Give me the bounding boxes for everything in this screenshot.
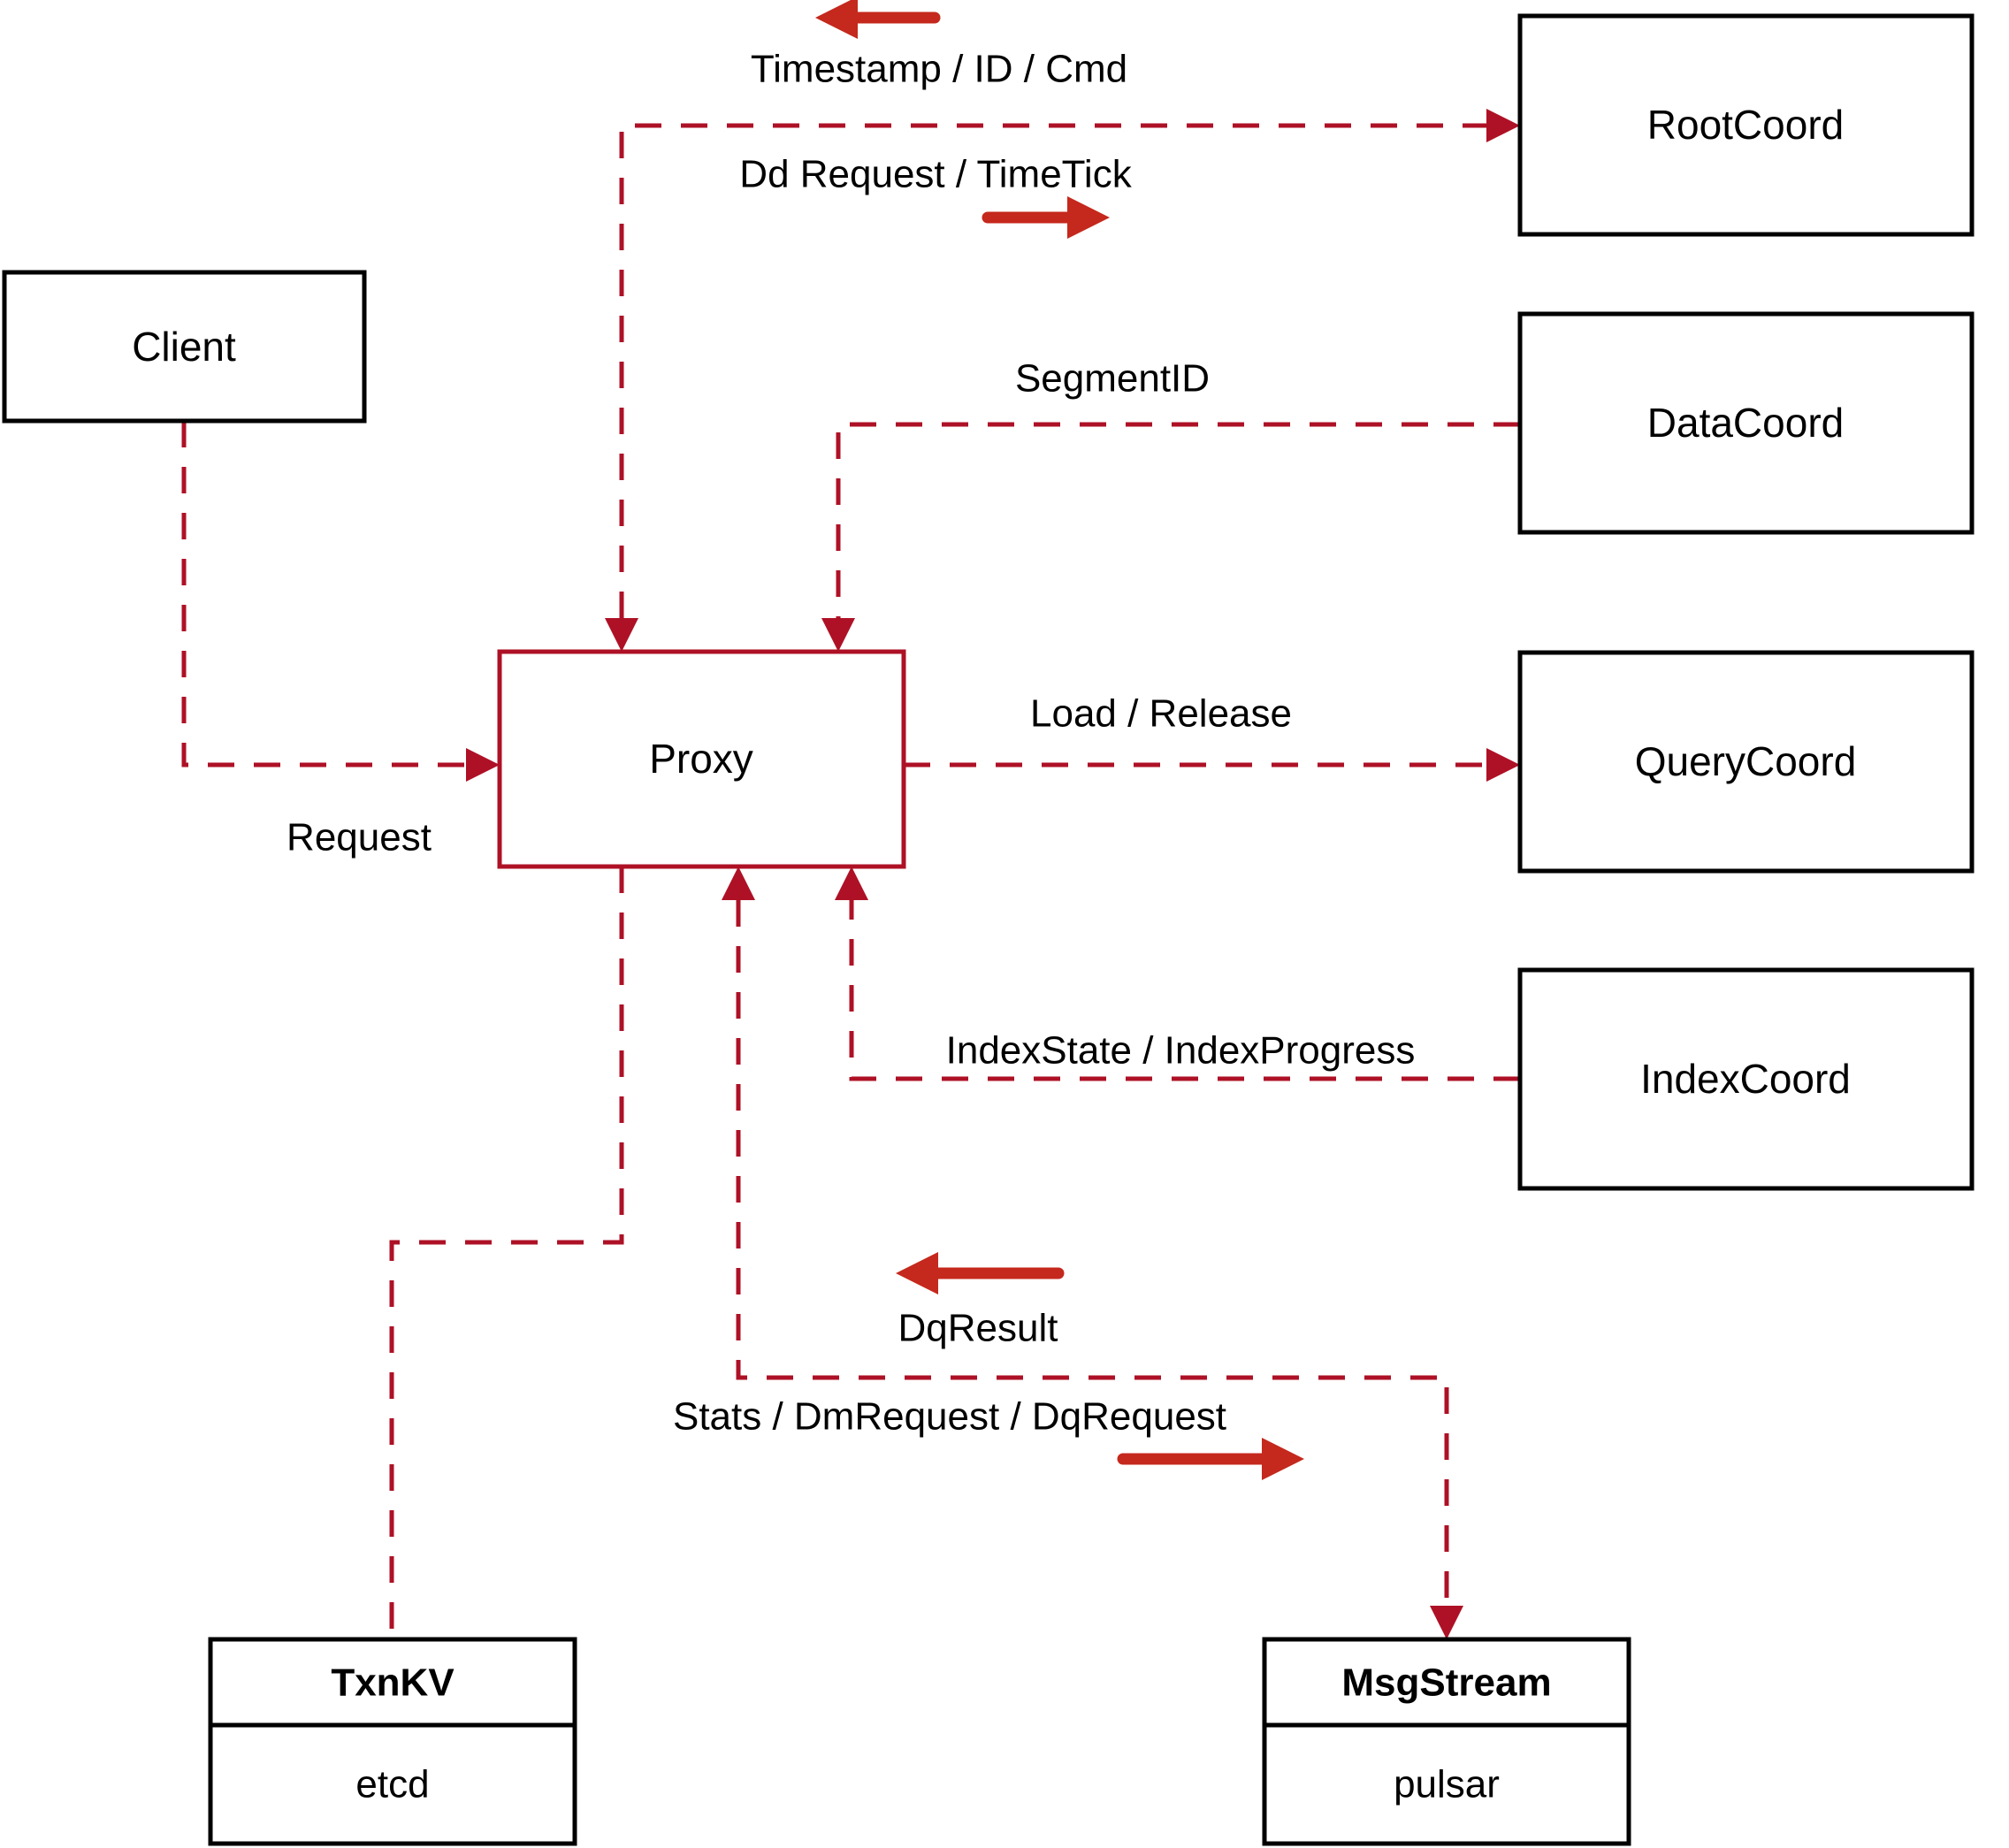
- rootcoord-label: RootCoord: [1647, 102, 1844, 148]
- label-stats-dm-dq-request: Stats / DmRequest / DqRequest: [673, 1395, 1226, 1439]
- arrowhead-into-proxy-top-right: [821, 618, 855, 652]
- label-dq-result: DqResult: [898, 1307, 1058, 1350]
- node-querycoord: QueryCoord: [1517, 650, 1975, 874]
- label-request: Request: [286, 816, 432, 859]
- edge-indexcoord-proxy: [849, 900, 1520, 1081]
- node-indexcoord: IndexCoord: [1517, 967, 1975, 1191]
- proxy-label: Proxy: [649, 736, 753, 782]
- edge-client-proxy: [181, 421, 466, 767]
- arrowhead-into-proxy-bottom-right: [835, 867, 868, 900]
- arrowhead-into-proxy-left: [466, 748, 500, 782]
- arrowhead-into-querycoord: [1486, 748, 1520, 782]
- edge-proxy-rootcoord: [619, 123, 1486, 618]
- direction-arrow-right-ddrequest: [982, 196, 1110, 239]
- connector-lines: [181, 123, 1520, 1639]
- node-rootcoord: RootCoord: [1517, 13, 1975, 237]
- direction-arrows: [815, 0, 1304, 1480]
- edge-labels: Timestamp / ID / Cmd Dd Request / TimeTi…: [286, 48, 1415, 1439]
- label-segment-id: SegmentID: [1015, 357, 1210, 401]
- label-index-state-progress: IndexState / IndexProgress: [946, 1029, 1416, 1073]
- client-label: Client: [132, 324, 236, 370]
- node-txnkv: TxnKV etcd: [208, 1637, 577, 1846]
- querycoord-label: QueryCoord: [1635, 738, 1857, 784]
- arrowhead-into-msgstream: [1430, 1606, 1463, 1639]
- direction-arrow-right-stats: [1117, 1438, 1304, 1480]
- msgstream-title: MsgStream: [1341, 1661, 1551, 1705]
- datacoord-label: DataCoord: [1647, 400, 1844, 446]
- txnkv-sublabel: etcd: [355, 1763, 429, 1806]
- direction-arrow-left-dqresult: [896, 1252, 1065, 1294]
- node-datacoord: DataCoord: [1517, 311, 1975, 535]
- edge-proxy-txnkv: [389, 867, 624, 1639]
- indexcoord-label: IndexCoord: [1640, 1056, 1851, 1102]
- label-load-release: Load / Release: [1030, 692, 1292, 736]
- direction-arrow-left-timestamp: [815, 0, 941, 39]
- arrowhead-into-proxy-top-left: [605, 618, 638, 652]
- label-dd-request-timetick: Dd Request / TimeTick: [739, 153, 1132, 196]
- label-timestamp-id-cmd: Timestamp / ID / Cmd: [751, 48, 1127, 91]
- edge-datacoord-proxy: [836, 422, 1520, 618]
- node-client: Client: [2, 270, 367, 424]
- arrowhead-into-rootcoord: [1486, 109, 1520, 142]
- node-proxy: Proxy: [497, 649, 906, 869]
- connector-arrowheads: [466, 109, 1520, 1639]
- edge-proxy-msgstream: [736, 900, 1449, 1606]
- arrowhead-into-proxy-bottom-left: [722, 867, 755, 900]
- node-msgstream: MsgStream pulsar: [1262, 1637, 1631, 1846]
- txnkv-title: TxnKV: [331, 1661, 455, 1705]
- msgstream-sublabel: pulsar: [1394, 1763, 1500, 1806]
